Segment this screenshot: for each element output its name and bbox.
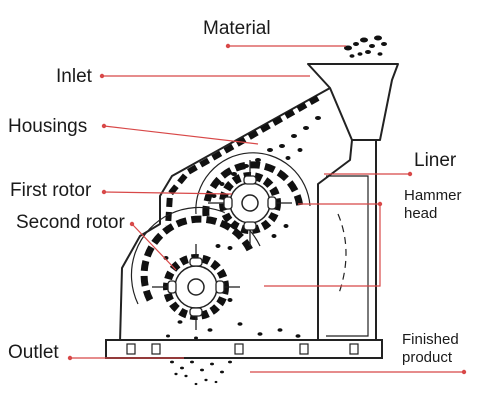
material-particles (163, 35, 387, 386)
first-rotor-chamber-outline (195, 152, 311, 215)
first-rotor-chamber (202, 161, 304, 217)
base-bolts (126, 343, 359, 355)
liner-arc (337, 213, 347, 297)
first-rotor (208, 160, 292, 246)
label-product: product (402, 349, 453, 366)
label-housings: Housings (8, 116, 87, 137)
label-inlet: Inlet (56, 66, 93, 87)
label-hammer: Hammer (404, 187, 462, 204)
second-rotor-chamber (140, 215, 254, 302)
labels: Material Inlet Housings Liner First roto… (8, 18, 462, 366)
leader-lines (67, 43, 467, 375)
base-plate (105, 339, 383, 359)
second-rotor (152, 244, 240, 330)
label-material: Material (203, 18, 271, 39)
hammer-head (208, 160, 292, 246)
liner-panel (326, 175, 369, 337)
label-first-rotor: First rotor (10, 180, 92, 201)
label-head: head (404, 205, 437, 222)
label-liner: Liner (414, 150, 457, 171)
chute-liner (165, 95, 320, 227)
label-second-rotor: Second rotor (16, 212, 125, 233)
label-outlet: Outlet (8, 342, 59, 363)
crusher-machine (105, 35, 399, 386)
inlet-hopper (307, 63, 399, 141)
hammer-head-lower (152, 244, 240, 330)
right-frame (318, 139, 377, 341)
label-finished: Finished (402, 331, 459, 348)
